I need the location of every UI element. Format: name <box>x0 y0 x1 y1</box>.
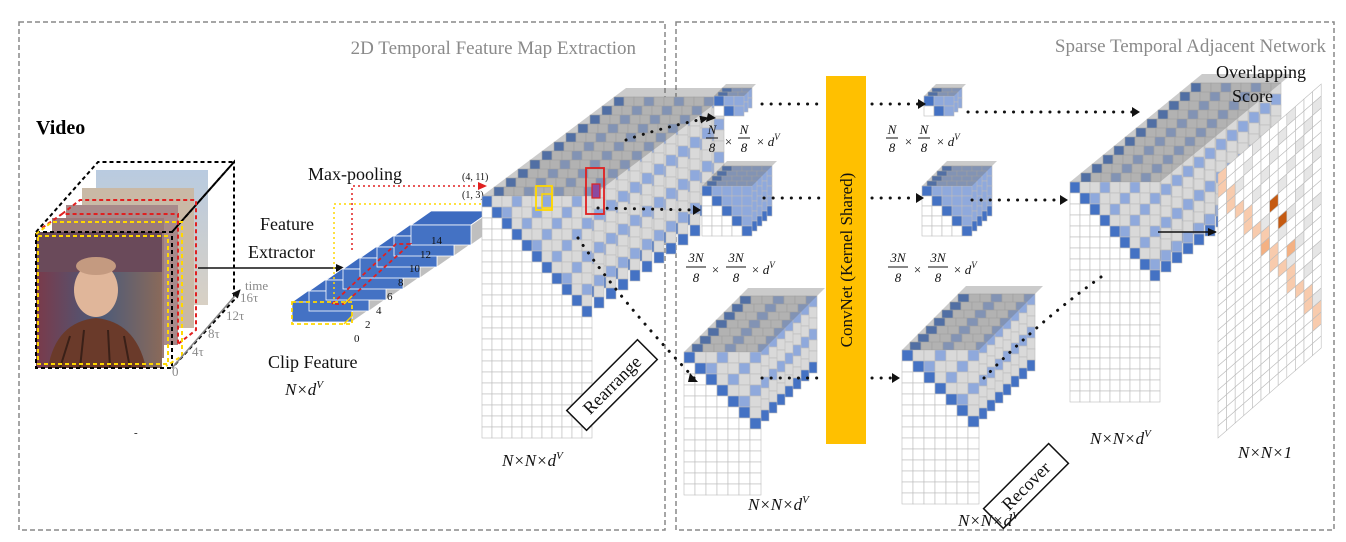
video-frame-image <box>36 232 162 369</box>
coord-4-11: (4, 11) <box>462 172 488 183</box>
small-stack-left <box>713 84 756 117</box>
score-cell <box>1312 335 1322 357</box>
svg-text:×dV: ×dV <box>953 260 978 277</box>
time-tick-16: 16τ <box>240 290 258 305</box>
mid-stack-right-layer <box>921 181 977 237</box>
clip-tick-label: 4 <box>376 305 382 317</box>
rearrange-connectors <box>576 115 710 380</box>
frac-mid-right: 3N 8 × 3N 8 ×dV <box>888 250 978 285</box>
main-map-red-highlight <box>585 167 605 215</box>
video-label: Video <box>36 117 85 139</box>
overlapping-label-2: Score <box>1232 86 1273 106</box>
svg-text:×: × <box>711 262 720 277</box>
svg-text:8: 8 <box>889 140 896 155</box>
recovered-stack <box>901 286 1043 505</box>
small-stack-right <box>923 84 966 117</box>
clip-tick-label: 2 <box>365 319 371 331</box>
overlapping-label-1: Overlapping <box>1216 62 1306 82</box>
output-feature-map-layer <box>1069 173 1171 403</box>
svg-text:N: N <box>739 122 750 137</box>
svg-text:×dV: ×dV <box>751 260 776 277</box>
small-stack-right-layer <box>923 92 958 117</box>
score-map-dim-label: N×N×1 <box>1237 443 1292 462</box>
svg-text:8: 8 <box>709 140 716 155</box>
main-feature-map-layer <box>481 187 604 439</box>
stray-dash: - <box>134 427 138 439</box>
feature-extractor-label-1: Feature <box>260 214 314 234</box>
left-panel-title: 2D Temporal Feature Map Extraction <box>351 38 637 59</box>
clip-tick-label: 0 <box>354 333 360 345</box>
left-panel-frame <box>18 21 666 531</box>
right-panel-title: Sparse Temporal Adjacent Network <box>1055 36 1327 57</box>
large-stack-left-layer <box>683 344 769 496</box>
clip-tick-label: 14 <box>431 235 443 247</box>
large-stack-left <box>683 288 825 496</box>
small-stack-left-layer <box>713 92 748 117</box>
svg-text:8: 8 <box>733 270 740 285</box>
clip-tick-label: 6 <box>387 291 393 303</box>
svg-text:N: N <box>919 122 930 137</box>
svg-text:3N: 3N <box>727 250 745 265</box>
time-tick-4: 4τ <box>192 344 204 359</box>
right-panel-frame <box>675 21 1335 531</box>
output-map-dim-label: N×N×dV <box>1089 428 1152 448</box>
svg-text:8: 8 <box>935 270 942 285</box>
mid-stack-right <box>921 161 997 237</box>
video-cube: Video time 0 4τ 8τ 12τ 16τ - <box>33 117 268 439</box>
time-tick-8: 8τ <box>208 326 220 341</box>
convnet-label: ConvNet (Kernel Shared) <box>837 173 856 348</box>
svg-text:8: 8 <box>741 140 748 155</box>
max-pooling-label: Max-pooling <box>308 164 402 184</box>
frac-small-left: N 8 × N 8 ×dV <box>706 122 781 155</box>
time-tick-12: 12τ <box>226 308 244 323</box>
svg-text:8: 8 <box>895 270 902 285</box>
convnet-bar <box>826 76 866 444</box>
frac-mid-left: 3N 8 × 3N 8 ×dV <box>686 250 776 285</box>
clip-tick-label: 8 <box>398 277 404 289</box>
main-feature-map <box>481 88 736 439</box>
main-map-dim-label: N×N×dV <box>501 450 564 470</box>
time-axis-label: time <box>245 278 268 293</box>
svg-text:×: × <box>724 134 733 149</box>
max-pooling-red-path <box>351 182 487 250</box>
clip-feature-label: Clip Feature <box>268 352 357 372</box>
feature-extractor-label-2: Extractor <box>248 242 315 262</box>
svg-text:×: × <box>904 134 913 149</box>
overlapping-score-map <box>1217 83 1322 439</box>
recovered-stack-layer <box>901 342 987 505</box>
svg-text:8: 8 <box>693 270 700 285</box>
time-tick-0: 0 <box>172 364 179 379</box>
svg-text:8: 8 <box>921 140 928 155</box>
recovered-stack-dim-label: N×N×dV <box>957 510 1020 530</box>
mid-stack-left <box>701 161 777 237</box>
svg-text:×: × <box>913 262 922 277</box>
mid-stack-left-layer <box>701 181 757 237</box>
convnet-connectors <box>760 102 1134 380</box>
clip-tick-label: 10 <box>409 263 421 275</box>
max-pooling-yellow-path <box>333 203 482 304</box>
coord-1-3: (1, 3) <box>462 190 484 201</box>
clip-tick-label: 12 <box>420 249 431 261</box>
svg-text:×dV: ×dV <box>756 132 781 149</box>
svg-text:3N: 3N <box>929 250 947 265</box>
clip-feature-slab <box>409 210 493 246</box>
svg-text:3N: 3N <box>889 250 907 265</box>
frac-small-right: N 8 × N 8 ×dV <box>886 122 961 155</box>
large-stack-dim-label: N×N×dV <box>747 494 810 514</box>
svg-text:N: N <box>707 122 718 137</box>
svg-text:3N: 3N <box>687 250 705 265</box>
svg-text:N: N <box>887 122 898 137</box>
output-feature-map <box>1069 74 1292 403</box>
svg-text:×dV: ×dV <box>936 132 961 149</box>
clip-dim-label: N×dV <box>284 379 324 399</box>
